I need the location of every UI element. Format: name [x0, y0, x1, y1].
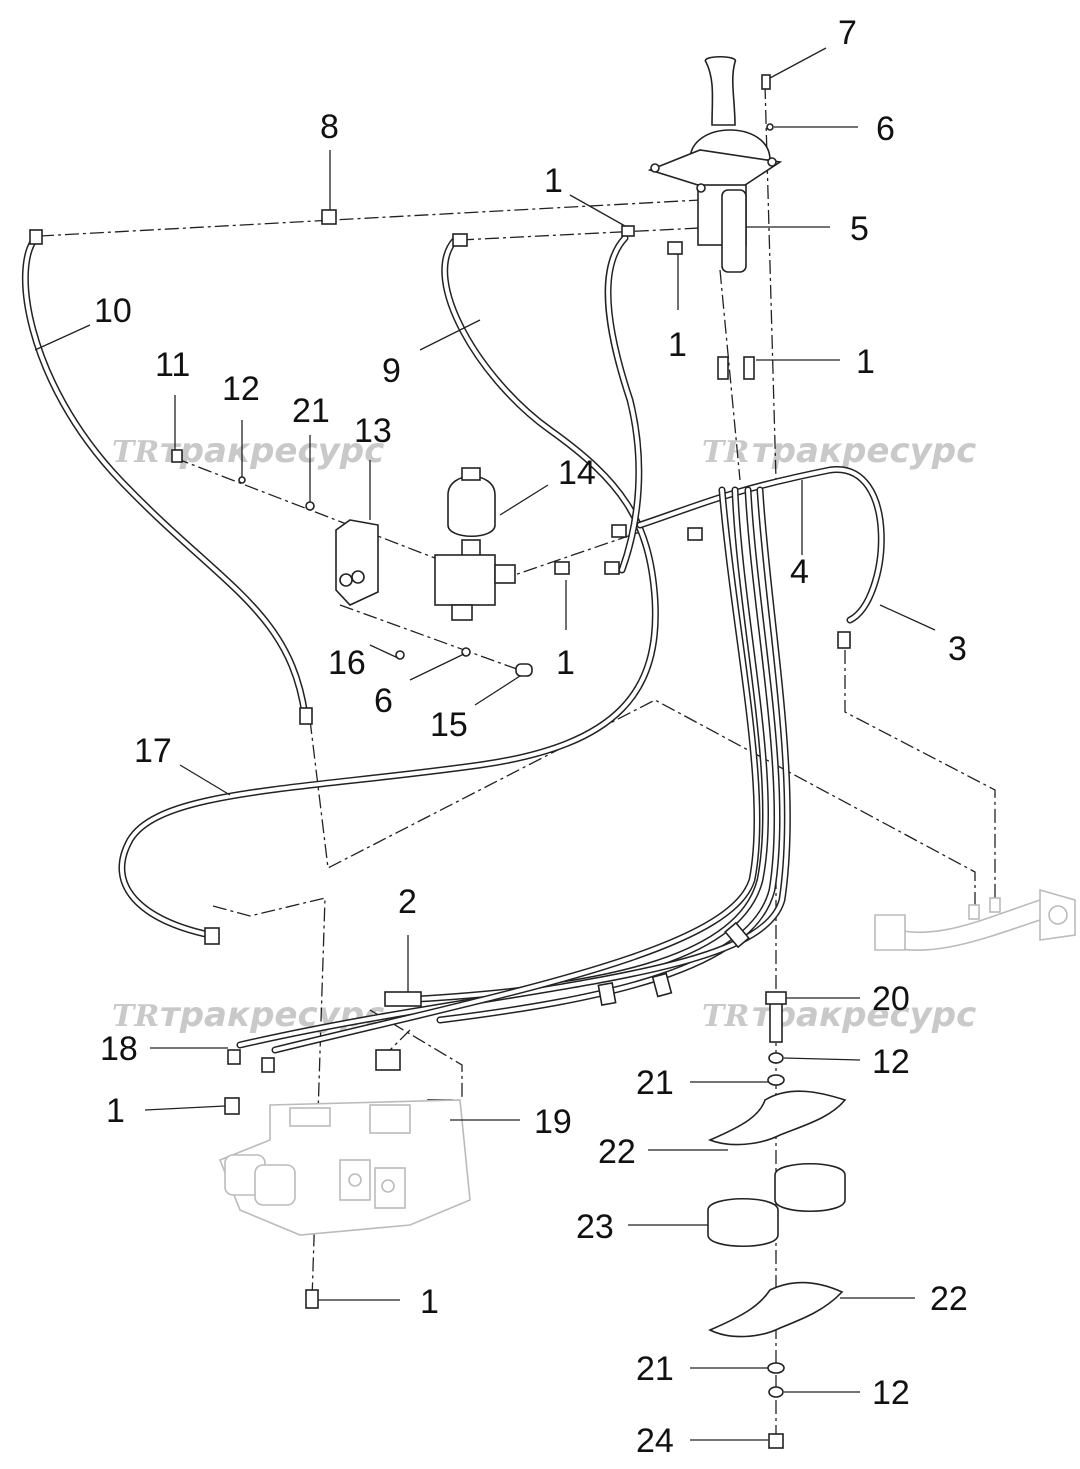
watermark-text: тракресурс: [752, 995, 976, 1035]
watermark-text: тракресурс: [160, 995, 384, 1035]
callout-13: 13: [354, 412, 392, 450]
watermark-logo: TR: [702, 435, 749, 470]
callout-12: 12: [222, 370, 260, 408]
callout-21: 21: [292, 392, 330, 430]
callout-1: 1: [668, 326, 687, 364]
callout-3: 3: [948, 630, 967, 668]
callout-1: 1: [556, 644, 575, 682]
watermark-logo: TR: [112, 435, 159, 470]
watermark-4: TR тракресурс: [702, 995, 976, 1035]
watermark-text: тракресурс: [752, 431, 976, 471]
callouts: 7 6 8 1 5 1 1 9 10 11 12 21 13 14 4 3 1 …: [94, 14, 968, 1460]
control-valve-block: [218, 1099, 471, 1236]
callout-23: 23: [576, 1208, 614, 1246]
callout-6: 6: [876, 110, 895, 148]
callout-17: 17: [134, 732, 172, 770]
callout-24: 24: [636, 1422, 674, 1460]
callout-6: 6: [374, 682, 393, 720]
watermark-text: тракресурс: [160, 431, 384, 471]
callout-22: 22: [598, 1133, 636, 1171]
callout-8: 8: [320, 108, 339, 146]
watermark-logo: TR: [702, 999, 749, 1034]
leader-lines: [34, 47, 936, 1441]
clamp-stack: [707, 991, 847, 1449]
callout-1: 1: [856, 343, 875, 381]
accumulator-block: [335, 467, 516, 621]
callout-14: 14: [558, 454, 596, 492]
callout-9: 9: [382, 352, 401, 390]
callout-1: 1: [106, 1092, 125, 1130]
callout-1: 1: [420, 1283, 439, 1321]
callout-15: 15: [430, 706, 468, 744]
callout-21: 21: [636, 1350, 674, 1388]
watermark-2: TR тракресурс: [702, 431, 976, 471]
callout-1: 1: [544, 162, 563, 200]
callout-22: 22: [930, 1280, 968, 1318]
callout-2: 2: [398, 883, 417, 921]
watermark-3: TR тракресурс: [112, 995, 384, 1035]
callout-7: 7: [838, 14, 857, 52]
callout-12: 12: [872, 1374, 910, 1412]
callout-10: 10: [94, 292, 132, 330]
callout-19: 19: [534, 1103, 572, 1141]
callout-4: 4: [790, 553, 809, 591]
watermark-1: TR тракресурс: [112, 431, 384, 471]
callout-20: 20: [872, 980, 910, 1018]
watermark-logo: TR: [112, 999, 159, 1034]
hoses: [21, 232, 885, 1054]
callout-11: 11: [155, 346, 190, 384]
callout-21: 21: [636, 1064, 674, 1102]
centerlines: [39, 84, 996, 1440]
pressure-pipe: [874, 888, 1076, 951]
callout-12: 12: [872, 1043, 910, 1081]
joystick-assembly: [647, 55, 783, 273]
callout-5: 5: [850, 210, 869, 248]
callout-18: 18: [100, 1030, 138, 1068]
callout-16: 16: [328, 644, 366, 682]
